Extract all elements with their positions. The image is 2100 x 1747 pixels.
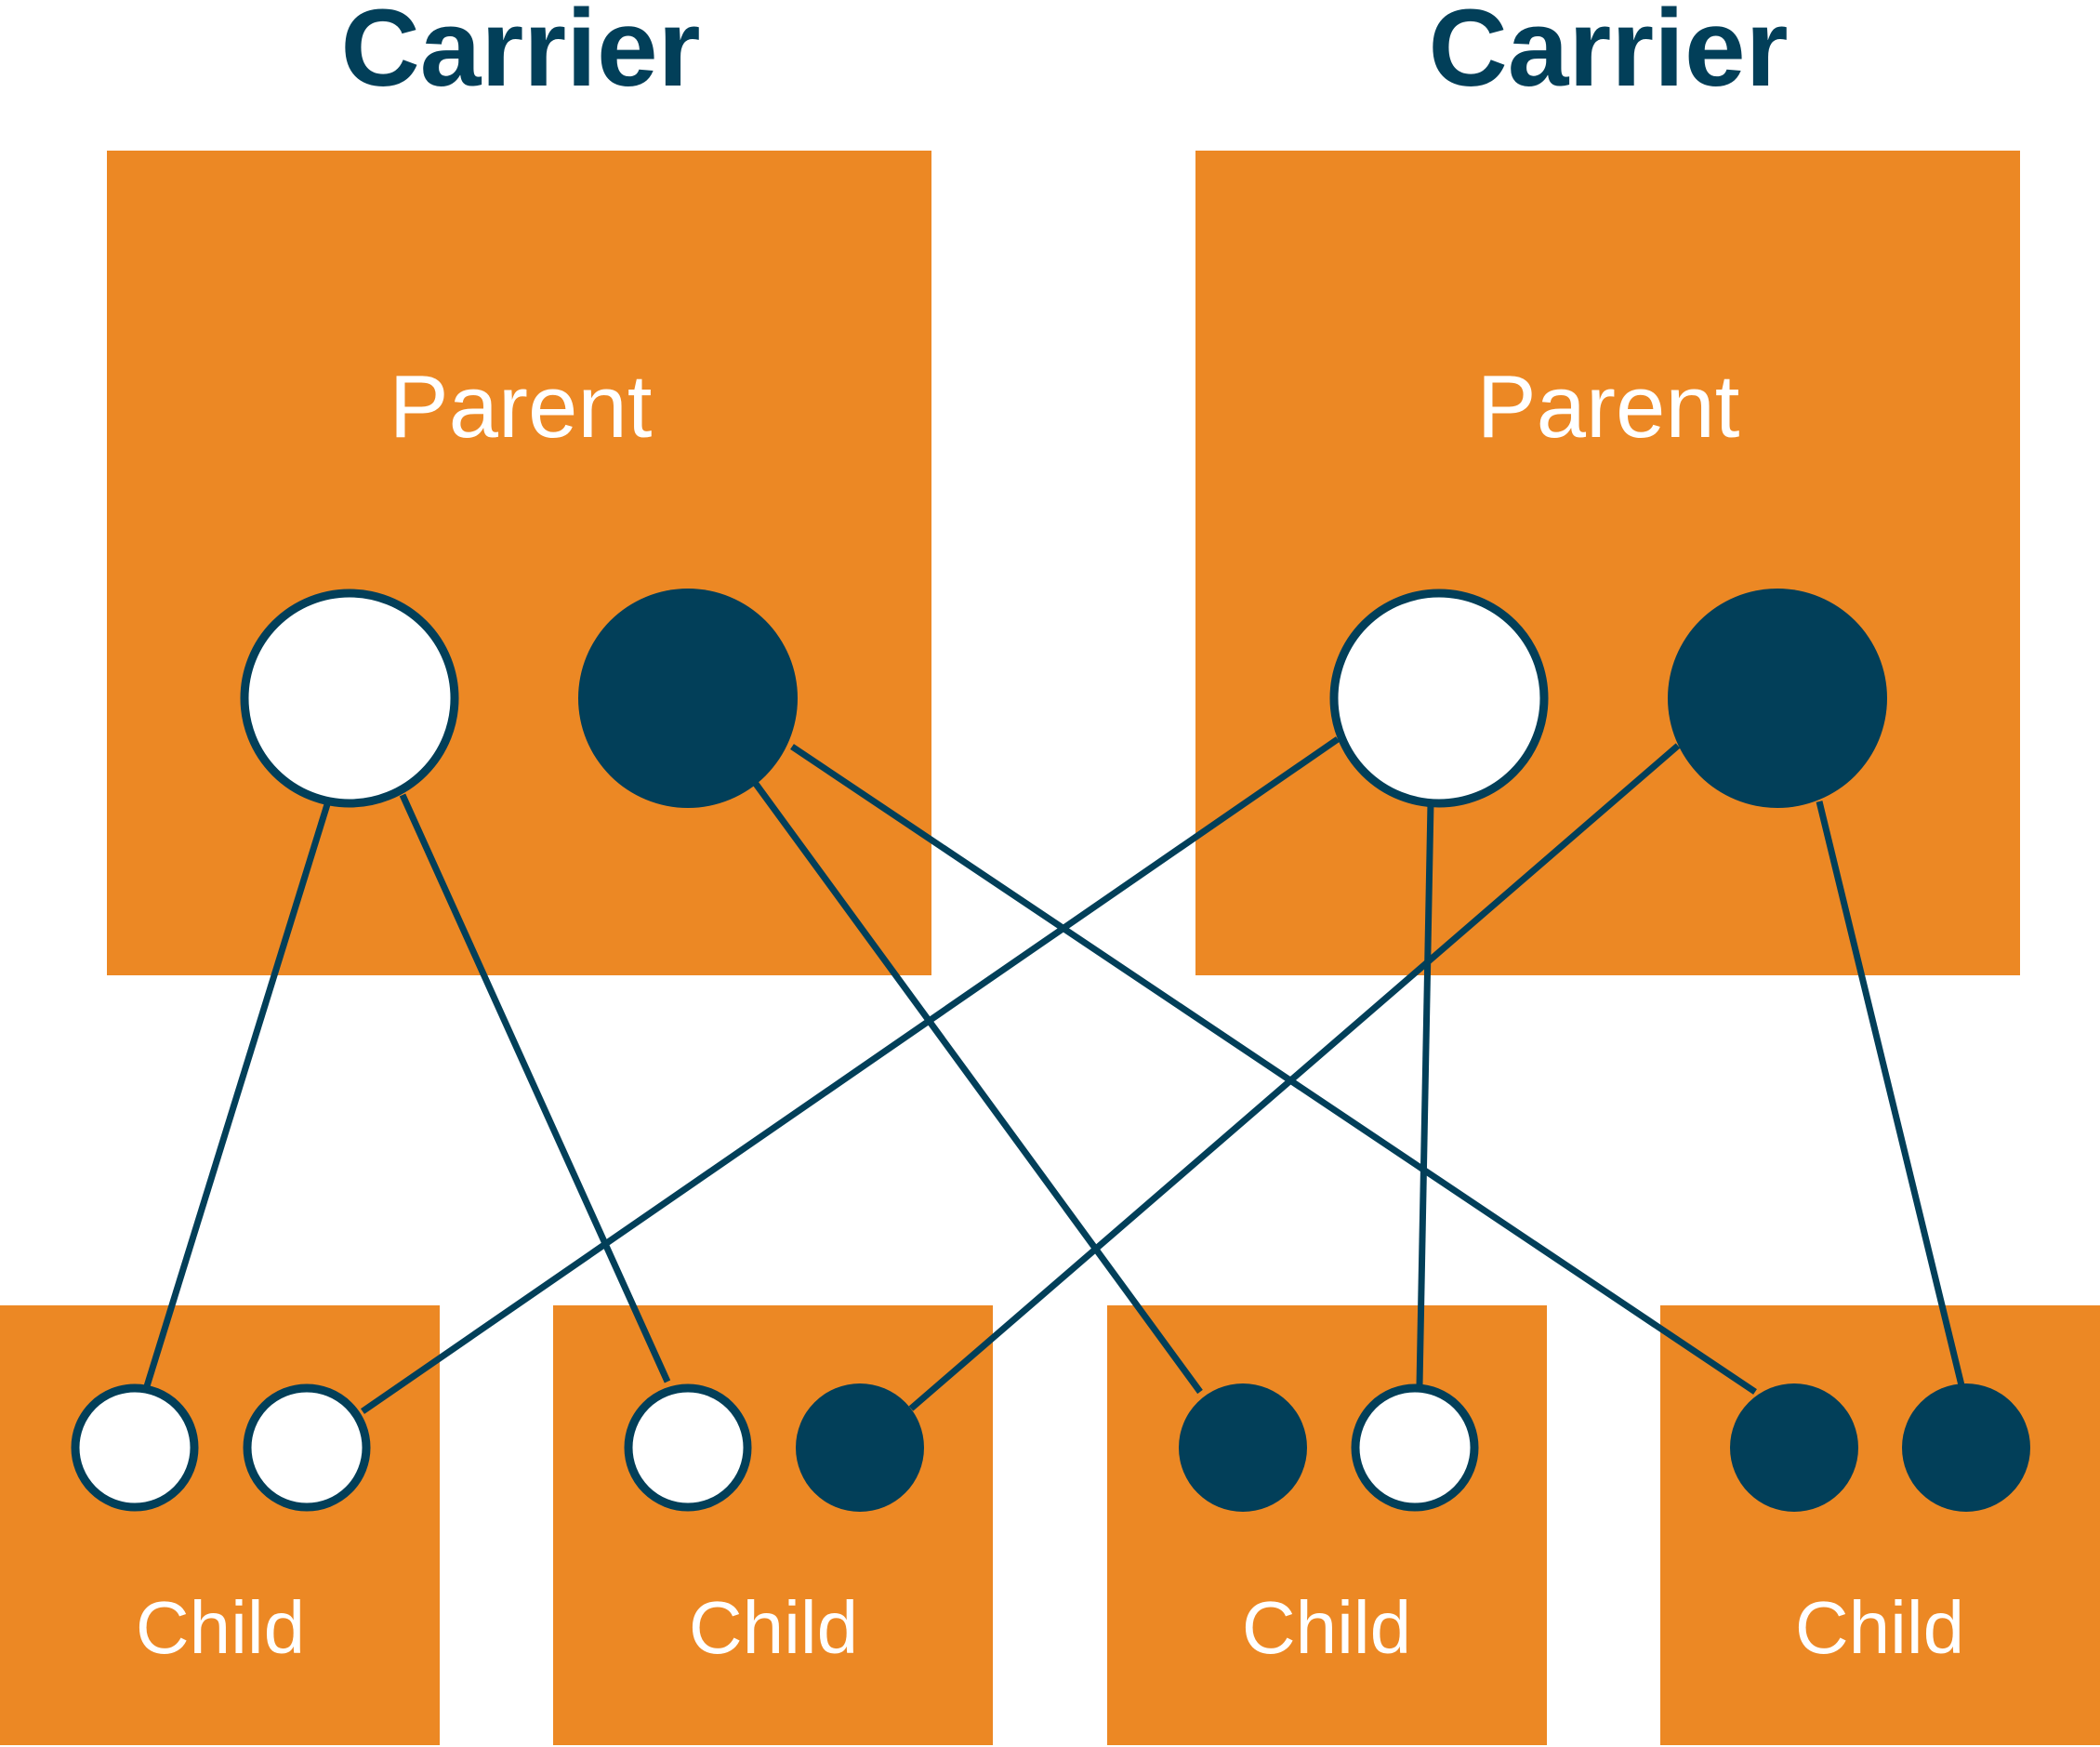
parent-1-open-allele <box>240 589 459 808</box>
child-2-box <box>553 1305 993 1745</box>
line-p1-filled-to-child3 <box>753 781 1203 1395</box>
line-p2-open-to-child1 <box>361 736 1340 1414</box>
parent-2-box <box>1195 151 2020 975</box>
child-1-label: Child <box>136 1586 305 1669</box>
child-1-allele-1-open <box>71 1383 199 1512</box>
parent-2-open-allele <box>1329 589 1549 808</box>
child-1-box <box>0 1305 440 1745</box>
child-2-label: Child <box>689 1586 858 1669</box>
child-3-label: Child <box>1242 1586 1411 1669</box>
parent-1-filled-allele <box>578 589 798 808</box>
line-p2-filled-to-child4 <box>1816 801 1965 1386</box>
child-4-allele-1-filled <box>1730 1383 1858 1512</box>
inheritance-lines <box>143 736 1965 1414</box>
child-1-allele-2-open <box>243 1383 371 1512</box>
line-p1-filled-to-child4 <box>790 744 1757 1395</box>
child-3-allele-1-filled <box>1179 1383 1307 1512</box>
carrier-1-title: Carrier <box>340 0 700 110</box>
child-3-allele-2-open <box>1351 1383 1479 1512</box>
child-4-label: Child <box>1795 1586 1964 1669</box>
parent-2-filled-allele <box>1668 589 1887 808</box>
line-p1-open-to-child2 <box>399 793 671 1383</box>
child-3-box <box>1107 1305 1547 1745</box>
parent-1-label: Parent <box>390 357 653 457</box>
carrier-2-title: Carrier <box>1428 0 1788 110</box>
line-p1-open-to-child1 <box>143 800 332 1388</box>
line-p2-open-to-child3 <box>1416 801 1434 1386</box>
child-4-allele-2-filled <box>1902 1383 2030 1512</box>
parent-2-label: Parent <box>1477 357 1740 457</box>
child-2-allele-1-open <box>624 1383 752 1512</box>
child-2-allele-2-filled <box>796 1383 924 1512</box>
line-p2-filled-to-child2 <box>908 743 1681 1411</box>
